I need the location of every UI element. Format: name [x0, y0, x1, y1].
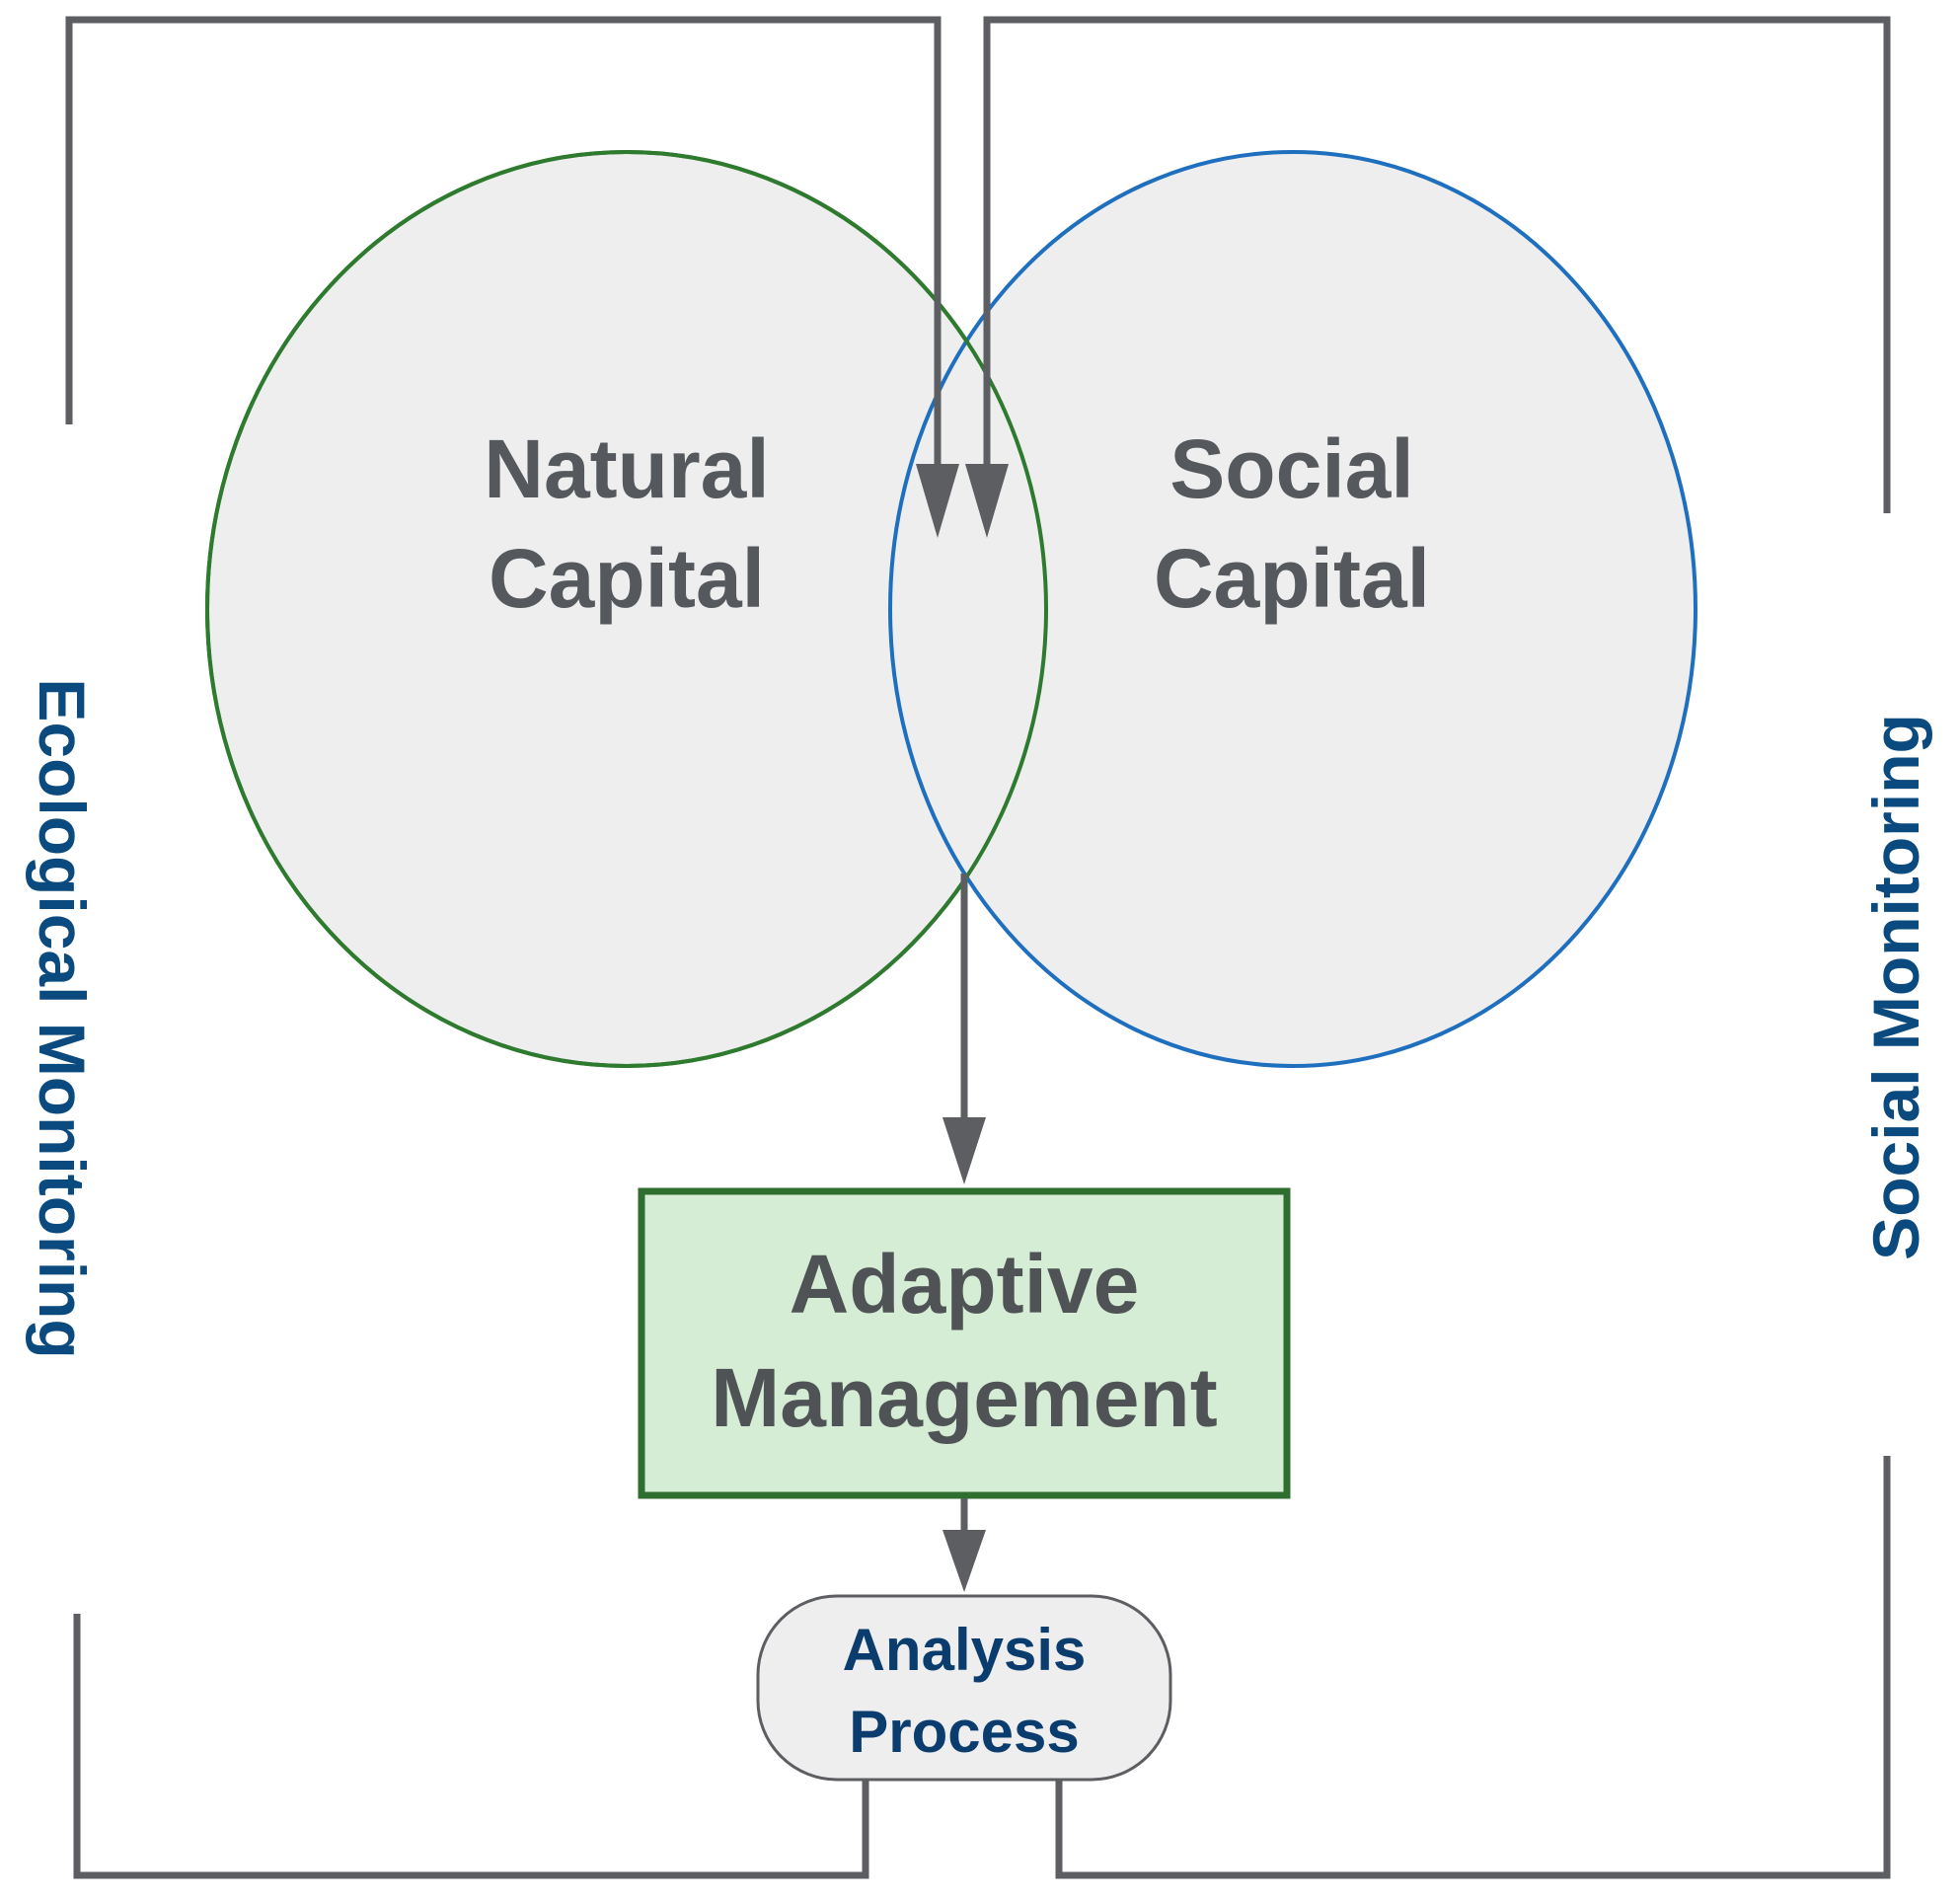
natural-capital-label-line1: Natural	[484, 422, 769, 515]
social-arrowhead	[965, 464, 1009, 538]
social-monitoring-connector-top	[983, 16, 1891, 513]
analysis-arrowhead	[942, 1530, 986, 1592]
management-arrowhead	[942, 1117, 986, 1184]
adaptive-management-box	[638, 1187, 1291, 1499]
ecological-monitoring-connector-top	[65, 16, 942, 472]
ecological-monitoring-connector-bottom	[73, 1614, 869, 1879]
adaptive-management-label-line1: Adaptive	[790, 1238, 1140, 1331]
analysis-process-label-line1: Analysis	[843, 1617, 1087, 1683]
ecological-arrowhead	[916, 464, 959, 538]
social-capital-label-line1: Social	[1169, 422, 1413, 515]
natural-capital-label-line2: Capital	[489, 532, 765, 625]
social-capital-circle	[888, 150, 1697, 1068]
natural-capital-circle-outline	[205, 150, 1048, 1068]
social-capital-label-line2: Capital	[1154, 532, 1430, 625]
social-monitoring-connector-bottom	[1055, 1456, 1891, 1879]
analysis-process-label-line2: Process	[849, 1699, 1080, 1765]
social-monitoring-label: Social Monitoring	[1859, 714, 1932, 1260]
ecological-monitoring-label: Ecological Monitoring	[26, 678, 99, 1358]
adaptive-management-label-line2: Management	[711, 1351, 1217, 1444]
analysis-process-box	[756, 1594, 1172, 1782]
